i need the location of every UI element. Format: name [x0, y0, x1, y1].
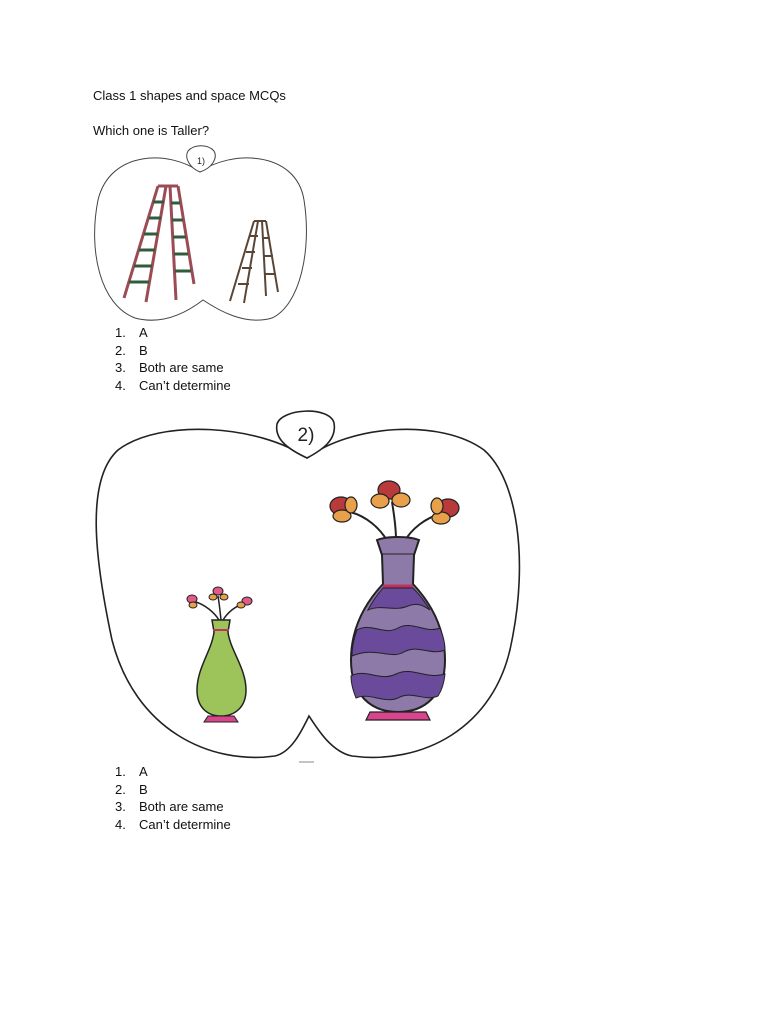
- option-label: Can’t determine: [139, 817, 231, 833]
- figure-2-badge: 2): [275, 410, 336, 459]
- option-label: B: [139, 342, 148, 358]
- option-item[interactable]: 3. Both are same: [115, 359, 231, 377]
- figure-1-badge-label: 1): [197, 156, 205, 166]
- large-vase-flowers: [329, 480, 460, 525]
- option-number: 4.: [115, 378, 126, 394]
- small-vase: [186, 586, 253, 723]
- question-1-options: 1. A 2. B 3. Both are same 4. Can’t determin…: [115, 324, 231, 395]
- option-label: B: [139, 781, 148, 797]
- option-label: Both are same: [139, 799, 224, 815]
- figure-1-badge: 1): [186, 145, 216, 173]
- option-number: 2.: [115, 342, 126, 358]
- option-label: A: [139, 325, 148, 340]
- option-item[interactable]: 3. Both are same: [115, 798, 231, 816]
- small-vase-flowers: [186, 586, 253, 609]
- small-ladder: [229, 220, 279, 304]
- option-number: 3.: [115, 799, 126, 815]
- option-number: 1.: [115, 325, 126, 340]
- option-item[interactable]: 1. A: [115, 763, 231, 781]
- question-2-options: 1. A 2. B 3. Both are same 4. Can’t determin…: [115, 763, 231, 834]
- option-item[interactable]: 4. Can’t determine: [115, 816, 231, 834]
- figure-2-badge-label: 2): [298, 425, 315, 446]
- option-item[interactable]: 2. B: [115, 342, 231, 360]
- option-item[interactable]: 4. Can’t determine: [115, 377, 231, 395]
- option-item[interactable]: 2. B: [115, 781, 231, 799]
- option-number: 3.: [115, 360, 126, 376]
- question-text: Which one is Taller?: [93, 123, 210, 138]
- large-vase: [329, 480, 460, 721]
- option-item[interactable]: 1. A: [115, 324, 231, 342]
- apple-frame-2: [95, 428, 521, 759]
- document-title: Class 1 shapes and space MCQs: [93, 88, 286, 103]
- option-label: Both are same: [139, 360, 224, 376]
- option-label: Can’t determine: [139, 378, 231, 394]
- option-number: 2.: [115, 781, 126, 797]
- option-number: 1.: [115, 764, 126, 779]
- option-label: A: [139, 764, 148, 779]
- option-number: 4.: [115, 817, 126, 833]
- tall-ladder: [122, 184, 196, 303]
- apple-frame-1: [94, 157, 307, 321]
